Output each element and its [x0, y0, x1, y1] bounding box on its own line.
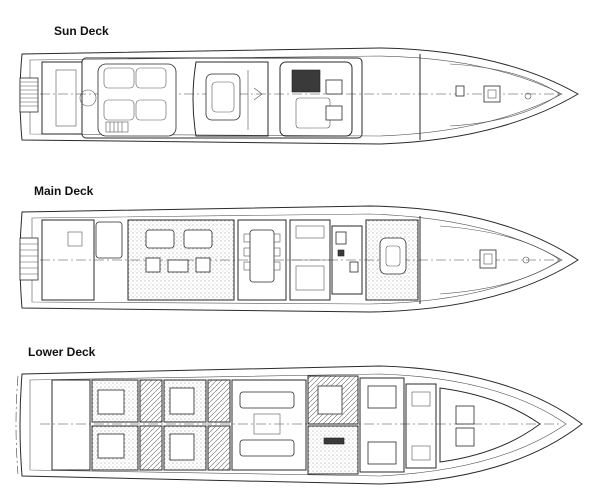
main-deck-anchor-windlass — [479, 249, 530, 269]
lower-deck-plan — [15, 365, 583, 485]
lower-deck-aft-cabins — [91, 379, 163, 471]
lower-deck-hull — [19, 365, 583, 485]
sun-deck-anchor-windlass — [483, 85, 532, 103]
sun-deck-main-area — [81, 57, 363, 139]
main-deck-dining-table — [237, 219, 287, 301]
main-deck-pilothouse — [365, 219, 419, 301]
lower-deck-title: Lower Deck — [28, 345, 96, 359]
sun-deck-dining-area — [192, 61, 269, 137]
lower-deck-guest-cabins — [163, 379, 231, 471]
lower-deck-engine-room — [231, 379, 307, 471]
sun-deck-plan — [19, 47, 580, 145]
sun-deck-settee — [279, 61, 353, 137]
sun-deck-hatch — [455, 85, 465, 97]
sun-deck-title: Sun Deck — [54, 24, 109, 38]
lower-deck-forepeak — [439, 387, 541, 463]
sun-deck-stern-steps — [19, 77, 39, 113]
sun-deck-hull — [19, 47, 580, 145]
main-deck-aft-deck — [41, 219, 95, 301]
main-deck-stern-steps — [19, 237, 39, 281]
lower-deck-crew-cabins — [359, 377, 437, 473]
sun-deck-loungers — [79, 63, 177, 137]
main-deck-plan — [19, 205, 579, 313]
main-deck-salon — [95, 219, 235, 301]
main-deck-title: Main Deck — [34, 184, 94, 198]
main-deck-heads — [331, 225, 363, 295]
lower-deck-lazarette — [51, 379, 91, 471]
lower-deck-crew-area — [307, 375, 359, 475]
main-deck-galley — [289, 219, 331, 301]
